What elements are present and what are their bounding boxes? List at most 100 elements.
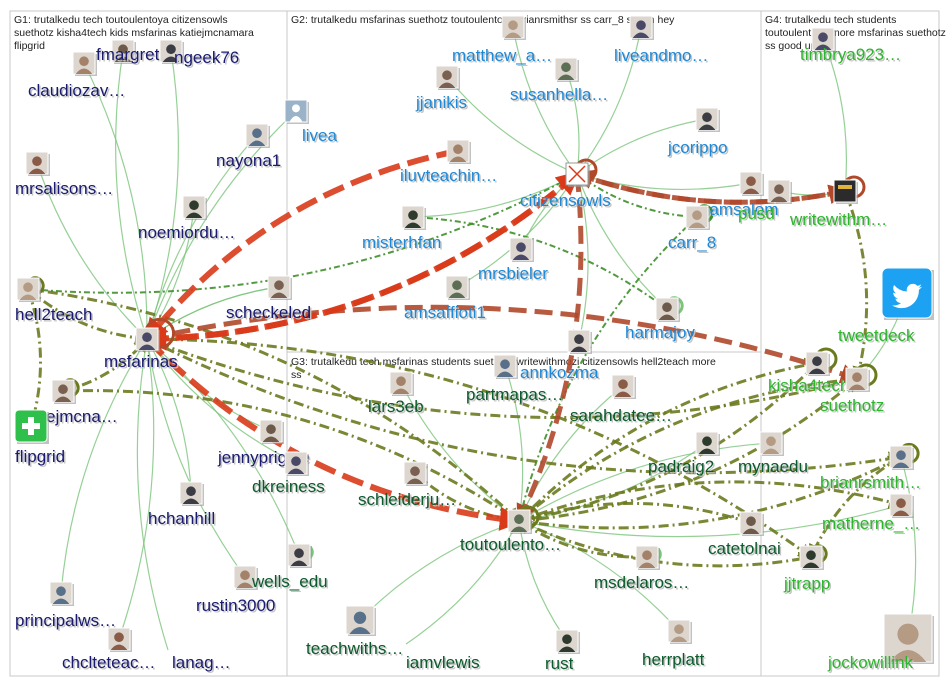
node-teachwiths[interactable]: teachwiths…teachwiths… — [306, 605, 405, 660]
avatar-face — [562, 634, 572, 645]
edge-mynaedu-to-toutoulento — [517, 442, 772, 522]
node-schleiderju[interactable]: schleiderju…schleiderju… — [358, 461, 458, 511]
node-ejmcna[interactable]: ejmcna…ejmcna… — [46, 379, 119, 428]
node-mrsalisons[interactable]: mrsalisons…mrsalisons… — [15, 151, 115, 200]
node-label-shadow-wells_edu: wells_edu — [253, 574, 330, 593]
node-susanhella[interactable]: susanhella…susanhella… — [510, 57, 610, 106]
node-sarahdatee[interactable]: sarahdatee…sarahdatee… — [570, 374, 674, 427]
avatar-shoulders — [449, 156, 467, 162]
node-iluvteachin[interactable]: iluvteachin…iluvteachin… — [400, 139, 499, 187]
avatar-face — [766, 436, 776, 447]
avatar-face — [274, 280, 284, 291]
node-label-schleiderju: schleiderju… — [358, 490, 456, 509]
avatar-shoulders — [52, 598, 70, 604]
avatar-shoulders — [632, 32, 650, 38]
avatar-face — [516, 242, 526, 253]
node-label-shadow-fmargret: fmargret — [98, 47, 162, 66]
node-timbrya923[interactable]: timbrya923…timbrya923… — [800, 27, 903, 66]
avatar-shoulders — [496, 371, 514, 377]
avatar-face — [574, 334, 584, 345]
node-label-msfarinas: msfarinas — [104, 352, 178, 371]
avatar-shoulders — [770, 196, 788, 202]
bird-glyph — [892, 283, 922, 309]
avatar-face — [32, 156, 42, 167]
node-partmapas[interactable]: partmapas…partmapas… — [466, 354, 565, 406]
edge-liveandmo-to-citizensowls — [576, 26, 642, 176]
avatar-shoulders — [658, 314, 676, 320]
node-label-misterhfan: misterhfan — [362, 233, 441, 252]
node-claudiozav[interactable]: claudiozav…claudiozav… — [28, 51, 127, 102]
avatar-face — [189, 200, 199, 211]
node-noemiordu[interactable]: noemiordu…noemiordu… — [138, 195, 237, 244]
edge-padraig2-to-toutoulento — [517, 442, 708, 524]
node-brianrsmith[interactable]: brianrsmith…brianrsmith… — [820, 445, 923, 494]
node-label-shadow-jjtrapp: jjtrapp — [785, 576, 832, 595]
avatar-photo — [635, 545, 659, 569]
mozi-logo-icon — [833, 179, 857, 203]
avatar-face — [746, 176, 756, 187]
node-label-citizensowls: citizensowls — [520, 191, 611, 210]
node-label-sarahdatee: sarahdatee… — [570, 406, 672, 425]
node-matherne[interactable]: matherne_…matherne_… — [822, 493, 922, 535]
node-chclteteac[interactable]: chclteteac…chclteteac… — [62, 627, 157, 674]
node-msdelaros[interactable]: msdelaros…msdelaros… — [594, 545, 691, 594]
node-label-shadow-padraig2: padraig2 — [650, 459, 716, 478]
node-liveandmo[interactable]: liveandmo…liveandmo… — [614, 15, 710, 67]
node-label-shadow-brianrsmith: brianrsmith… — [822, 475, 923, 494]
node-writewithm[interactable]: writewithm…writewithm… — [789, 179, 889, 231]
avatar-shoulders — [75, 68, 93, 74]
node-matthew_a[interactable]: matthew_a…matthew_a… — [452, 15, 554, 67]
edge-misterhfan-to-harmajoy — [412, 216, 669, 311]
node-label-shadow-ngeek76: ngeek76 — [176, 50, 241, 69]
node-label-shadow-amsaffioti1: amsaffioti1 — [406, 305, 488, 324]
node-label-shadow-iluvteachin: iluvteachin… — [402, 168, 499, 187]
node-toutoulento[interactable]: toutoulento…toutoulento… — [460, 509, 563, 556]
node-principalws[interactable]: principalws…principalws… — [15, 581, 118, 632]
avatar-photo — [507, 509, 531, 533]
avatar-photo — [739, 171, 763, 195]
avatar-face — [452, 280, 462, 291]
edge-rust-to-toutoulento — [516, 519, 568, 642]
node-lanag[interactable]: lanag…lanag… — [172, 653, 232, 674]
group-title-g2-line1: G2: trutalkedu msfarinas suethotz toutou… — [291, 14, 675, 26]
avatar-photo — [389, 371, 413, 395]
node-label-rustin3000: rustin3000 — [196, 596, 275, 615]
avatar-face — [618, 379, 628, 390]
edges-layer — [26, 26, 917, 651]
